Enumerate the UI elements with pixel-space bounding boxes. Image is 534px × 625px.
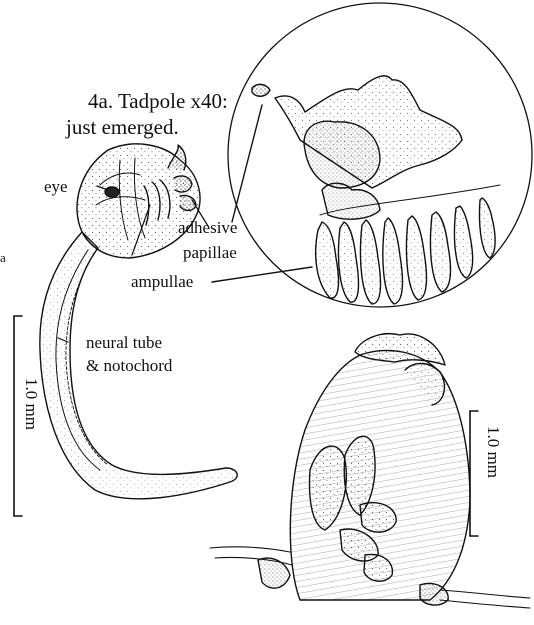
label-adhesive-line2: papillae (183, 244, 237, 261)
label-adhesive-line1: adhesive (178, 219, 237, 236)
juvenile-drawing (210, 334, 530, 608)
tadpole-drawing (40, 144, 237, 499)
ampullae-leader-magnified (212, 267, 312, 282)
scale-label-right: 1.0 mm (485, 426, 502, 478)
figure-title-line2: just emerged. (66, 117, 179, 138)
scale-label-left: 1.0 mm (23, 378, 40, 430)
scale-bar-left (14, 316, 22, 516)
adhesive-leader-magnified (232, 105, 262, 222)
eye-spot (105, 187, 119, 197)
scale-bar-right (470, 411, 478, 536)
stray-letter: a (0, 251, 6, 264)
label-neural-tube-line2: & notochord (86, 357, 172, 374)
label-neural-tube-line1: neural tube (86, 334, 162, 351)
figure-title-line1: 4a. Tadpole x40: (88, 91, 228, 112)
magnified-anterior-drawing (228, 3, 532, 307)
label-ampullae: ampullae (131, 273, 193, 290)
label-eye: eye (44, 178, 68, 195)
